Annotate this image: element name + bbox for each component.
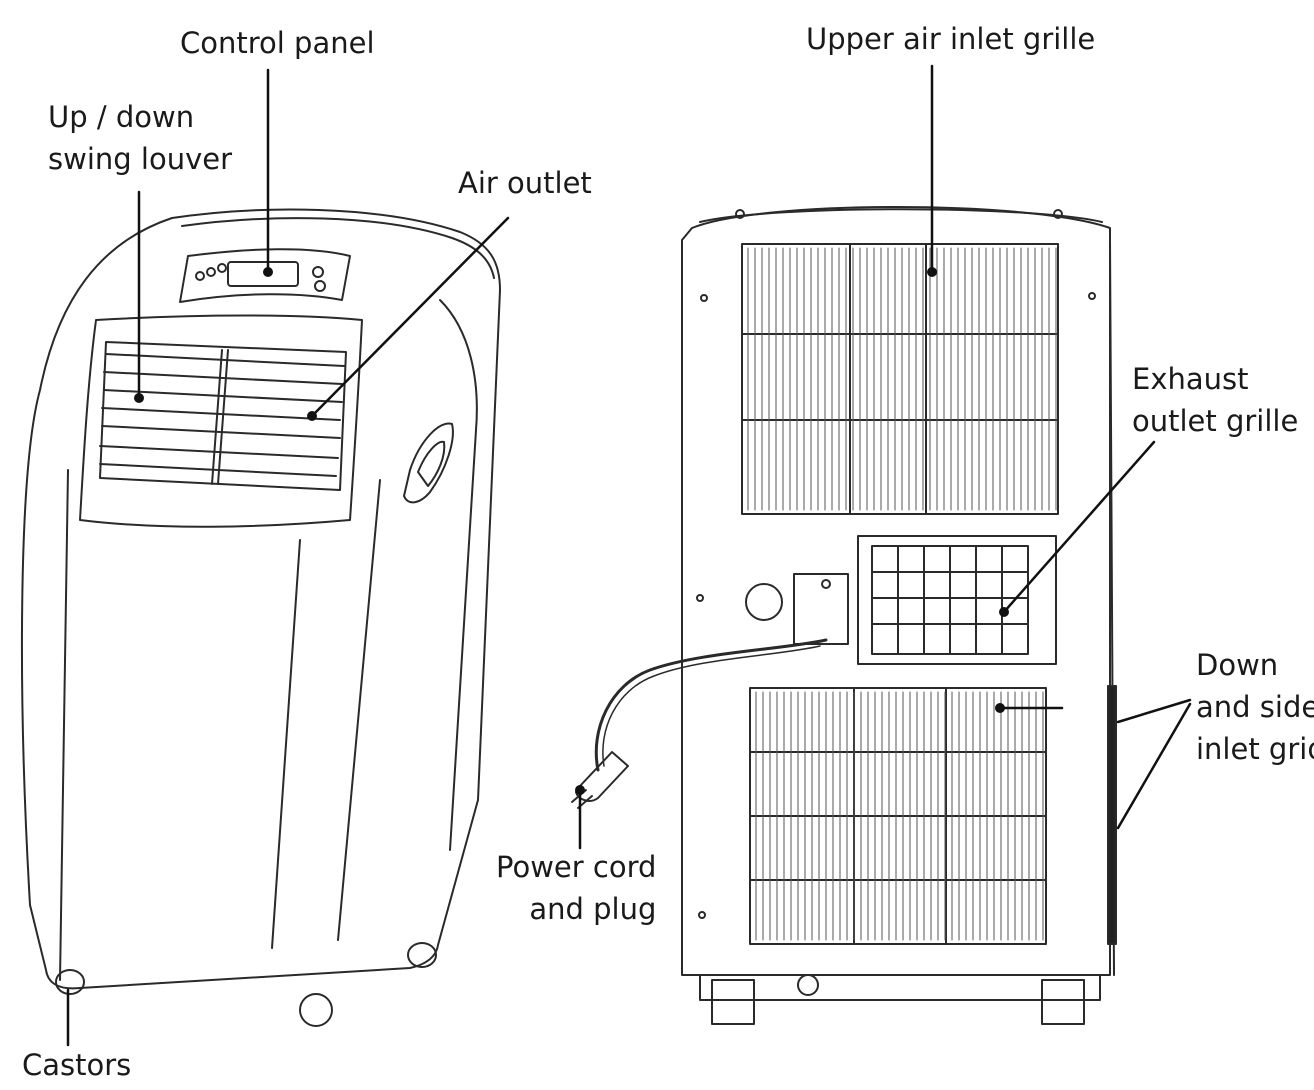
front-side-edge bbox=[439, 299, 478, 851]
label-swing-louver: Up / down swing louver bbox=[48, 96, 232, 180]
label-text: Air outlet bbox=[458, 166, 592, 200]
leader-lines bbox=[66, 64, 1192, 1047]
screw bbox=[698, 911, 706, 919]
leader-dot bbox=[995, 703, 1005, 713]
leader-dot bbox=[307, 411, 317, 421]
lower-inlet-grille-part bbox=[749, 687, 1047, 945]
screw bbox=[1053, 209, 1063, 219]
control-panel-display bbox=[227, 261, 299, 287]
label-exhaust-outlet: Exhaust outlet grille bbox=[1132, 358, 1298, 442]
air-outlet-part bbox=[79, 314, 363, 528]
louver-line bbox=[99, 463, 337, 477]
exhaust-grille-columns bbox=[897, 545, 1003, 655]
power-socket bbox=[793, 573, 849, 645]
leader-dots bbox=[134, 267, 1009, 795]
leader-dot bbox=[134, 393, 144, 403]
side-handle bbox=[403, 422, 454, 504]
exhaust-surround bbox=[857, 535, 1057, 665]
back-unit bbox=[571, 206, 1117, 1025]
control-panel-button bbox=[217, 263, 227, 273]
castor-wheel bbox=[407, 942, 437, 968]
control-panel-outline bbox=[179, 248, 351, 303]
lower-grille-fins bbox=[755, 691, 1044, 941]
control-panel-button bbox=[314, 280, 326, 292]
louver-line bbox=[103, 371, 343, 385]
front-seam-edge bbox=[59, 469, 69, 981]
front-top-edge bbox=[181, 217, 495, 279]
leader-dot bbox=[575, 785, 585, 795]
drain-port bbox=[745, 583, 783, 621]
label-text: and plug bbox=[529, 892, 657, 926]
front-seam-left bbox=[271, 539, 301, 949]
louver-line bbox=[101, 407, 341, 421]
air-outlet-opening bbox=[99, 341, 347, 491]
upper-grille-frame bbox=[741, 243, 1059, 515]
label-text: Exhaust bbox=[1132, 362, 1249, 396]
screw bbox=[735, 209, 745, 219]
label-text: Down bbox=[1196, 648, 1279, 682]
label-air-outlet: Air outlet bbox=[458, 162, 592, 204]
label-control-panel: Control panel bbox=[180, 22, 375, 64]
control-panel-part bbox=[179, 248, 351, 303]
back-castor-left bbox=[711, 979, 755, 1025]
upper-grille-fins bbox=[747, 247, 1057, 511]
back-top-edge bbox=[699, 208, 1103, 223]
front-body-outline bbox=[20, 208, 501, 990]
louver-divider bbox=[217, 349, 229, 485]
back-base bbox=[699, 974, 1101, 1001]
upper-grille-columns bbox=[849, 243, 927, 515]
leader-side-b bbox=[1116, 702, 1192, 830]
label-castors: Castors bbox=[22, 1044, 131, 1086]
front-unit bbox=[20, 208, 501, 1027]
control-panel-button bbox=[312, 266, 324, 278]
base-wheel bbox=[797, 974, 819, 996]
front-seam-right bbox=[337, 479, 381, 941]
control-panel-button bbox=[195, 271, 205, 281]
leader-dot bbox=[263, 267, 273, 277]
label-text: Control panel bbox=[180, 26, 375, 60]
screw bbox=[700, 294, 708, 302]
air-outlet-frame bbox=[79, 314, 363, 528]
side-inlet-strip bbox=[1107, 685, 1117, 945]
upper-grille-rows bbox=[741, 333, 1059, 421]
castor-wheel bbox=[299, 993, 333, 1027]
socket-screw bbox=[821, 579, 831, 589]
label-down-side-inlet: Down and side inlet grid bbox=[1196, 644, 1314, 770]
exhaust-outlet-part bbox=[857, 535, 1057, 665]
screw bbox=[696, 594, 704, 602]
power-cord bbox=[594, 638, 828, 772]
lower-grille-rows bbox=[749, 751, 1047, 881]
power-cord-edge bbox=[602, 645, 821, 767]
leader-exhaust bbox=[1002, 440, 1156, 614]
control-panel-button bbox=[206, 267, 216, 277]
castor-wheel bbox=[55, 969, 85, 995]
louver-line bbox=[105, 353, 345, 367]
label-text: and side bbox=[1196, 690, 1314, 724]
louver-line bbox=[99, 445, 339, 459]
front-castors bbox=[55, 942, 437, 1027]
label-upper-air-inlet: Upper air inlet grille bbox=[806, 18, 1095, 60]
label-text: Castors bbox=[22, 1048, 132, 1082]
label-text: inlet grid bbox=[1196, 732, 1314, 766]
label-text: swing louver bbox=[48, 142, 232, 176]
leader-air-outlet bbox=[310, 216, 510, 418]
label-power-cord: Power cord and plug bbox=[496, 846, 656, 930]
leader-dot bbox=[999, 607, 1009, 617]
louver-divider bbox=[211, 349, 223, 485]
label-text: Power cord bbox=[496, 850, 657, 884]
louver-line bbox=[103, 389, 343, 403]
label-text: Upper air inlet grille bbox=[806, 22, 1096, 56]
leader-side-a bbox=[1116, 698, 1192, 724]
screw bbox=[1088, 292, 1096, 300]
label-text: Up / down bbox=[48, 100, 195, 134]
upper-air-inlet-grille-part bbox=[741, 243, 1059, 515]
power-plug bbox=[575, 751, 629, 802]
label-text: outlet grille bbox=[1132, 404, 1299, 438]
leader-dot bbox=[927, 267, 937, 277]
side-handle-inner bbox=[417, 440, 446, 487]
back-castor-right bbox=[1041, 979, 1085, 1025]
